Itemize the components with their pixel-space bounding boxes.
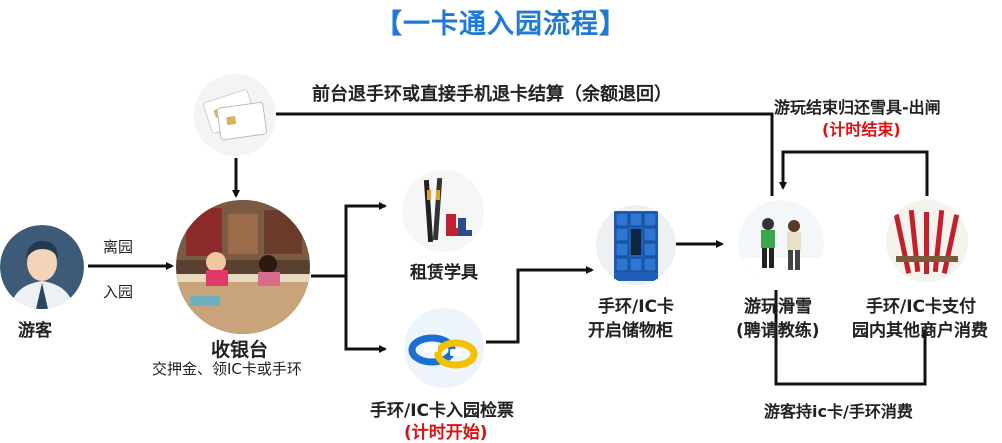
- arrow-pay-to-ski: [779, 150, 929, 196]
- gate-label: 手环/IC卡入园检票: [370, 401, 515, 421]
- return-gear-label: 游玩结束归还雪具-出闸: [774, 98, 941, 117]
- arrow-gate-to-locker: [486, 266, 594, 344]
- wristband-picture: [404, 308, 484, 388]
- arrow-cashier-to-rental: [311, 202, 387, 278]
- visitor-label: 游客: [18, 321, 52, 341]
- arrow-cashier-to-gate: [344, 276, 387, 353]
- locker-picture: [596, 205, 676, 285]
- rental-label: 租赁学具: [410, 263, 478, 283]
- pay-line1: 手环/IC卡支付: [866, 297, 977, 317]
- return-note: (计时结束): [822, 120, 901, 139]
- locker-line1: 手环/IC卡: [598, 297, 675, 317]
- ski-line2: (聘请教练): [736, 321, 820, 341]
- ic-card-picture: [194, 74, 276, 156]
- pay-picture: [886, 200, 968, 282]
- leave-label: 离园: [103, 238, 134, 256]
- cashier-photo: [176, 200, 310, 334]
- pay-line2: 园内其他商户消费: [852, 321, 988, 341]
- line-ski-to-card: [276, 112, 774, 196]
- ski-picture: [738, 200, 824, 286]
- cashier-sub: 交押金、领IC卡或手环: [152, 360, 302, 378]
- locker-line2: 开启储物柜: [588, 321, 673, 341]
- enter-label: 入园: [103, 283, 134, 301]
- rental-gear-picture: [402, 170, 484, 252]
- arrow-ski-to-pay: [774, 290, 929, 386]
- gate-note: (计时开始): [404, 423, 488, 443]
- spend-label: 游客持ic卡/手环消费: [764, 402, 913, 421]
- ski-line1: 游玩滑雪: [744, 297, 812, 317]
- visitor-avatar: [0, 225, 84, 309]
- page-title: 【一卡通入园流程】: [375, 9, 627, 40]
- cashier-label: 收银台: [211, 339, 269, 361]
- refund-label: 前台退手环或直接手机退卡结算（余额退回）: [312, 84, 672, 105]
